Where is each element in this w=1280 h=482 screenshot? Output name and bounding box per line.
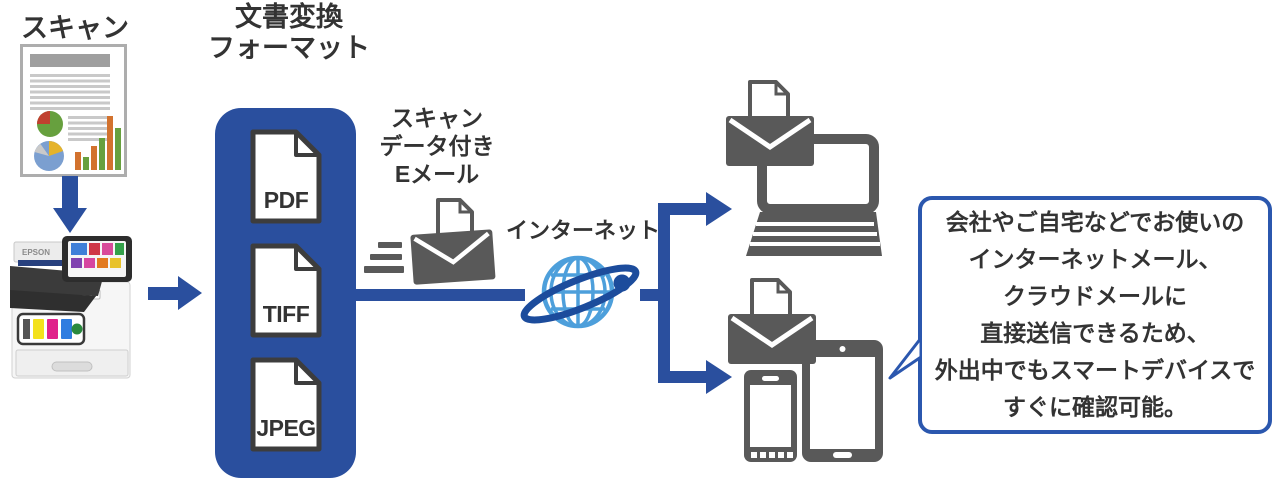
scan-email-label-line1: スキャン [391,105,483,131]
file-icon-tiff: TIFF [249,242,323,339]
scan-label: スキャン [21,13,129,43]
file-format-label: TIFF [262,301,310,327]
smartphone-icon [744,370,797,462]
printer-icon: EPSON [10,236,132,379]
speed-lines-icon [364,242,404,273]
scan-email-label-line3: Eメール [394,161,480,187]
format-title: 文書変換 フォーマット [189,2,389,64]
connector-line-vertical [658,203,670,383]
callout-line: クラウドメールに [1003,283,1187,309]
arrowhead-top-icon [706,192,732,226]
sending-email-icon [364,198,496,285]
attached-document-icon [750,278,792,320]
file-format-label: PDF [263,187,309,213]
connector-branch-bottom [658,371,708,383]
connector-line-right [640,289,662,301]
internet-globe-icon [520,252,640,332]
orbit-ring [520,264,640,324]
attached-document-icon [748,80,790,122]
envelope-icon [726,116,814,166]
internet-label: インターネット [505,218,660,243]
pie-chart-small [37,111,63,137]
scan-email-label-line2: データ付き [379,133,495,159]
file-icon-jpeg: JPEG [249,356,323,453]
callout-line: 会社やご自宅などでお使いの [945,209,1245,235]
orbit-node [613,274,631,292]
callout-line: インターネットメール、 [968,246,1222,272]
scanned-document-icon [20,44,127,177]
arrowhead-bottom-icon [706,360,732,394]
pie-chart-large [34,141,64,171]
bar-chart-small [75,116,121,170]
callout-line: 直接送信できるため、 [980,320,1210,346]
envelope-icon [410,229,496,285]
callout-line: 外出中でもスマートデバイスで [934,357,1256,383]
callout-bubble: 会社やご自宅などでお使いの インターネットメール、 クラウドメールに 直接送信で… [918,196,1272,434]
connector-branch-top [658,203,708,215]
file-format-label: JPEG [256,415,316,441]
arrow-right-icon [148,276,202,310]
connector-line-left [355,289,525,301]
format-title-line1: 文書変換 [235,2,343,32]
document-page-icon [250,129,322,224]
printer-touchscreen [62,236,132,282]
paper-tray-handle [51,361,93,372]
email-to-devices-icon [728,278,816,364]
document-page-icon [250,357,322,452]
attached-document-icon [436,198,474,240]
scan-email-label: スキャン データ付き Eメール [357,104,517,188]
document-page-icon [250,243,322,338]
email-to-laptop-icon [726,80,814,166]
envelope-icon [728,314,816,364]
arrow-down-icon [53,176,87,233]
ink-window [16,312,86,346]
printer-brand: EPSON [22,248,50,257]
file-icon-pdf: PDF [249,128,323,225]
callout-tail-icon [888,336,922,380]
callout-line: すぐに確認可能。 [1003,394,1187,420]
format-title-line2: フォーマット [208,33,370,63]
tablet-icon [802,340,883,462]
